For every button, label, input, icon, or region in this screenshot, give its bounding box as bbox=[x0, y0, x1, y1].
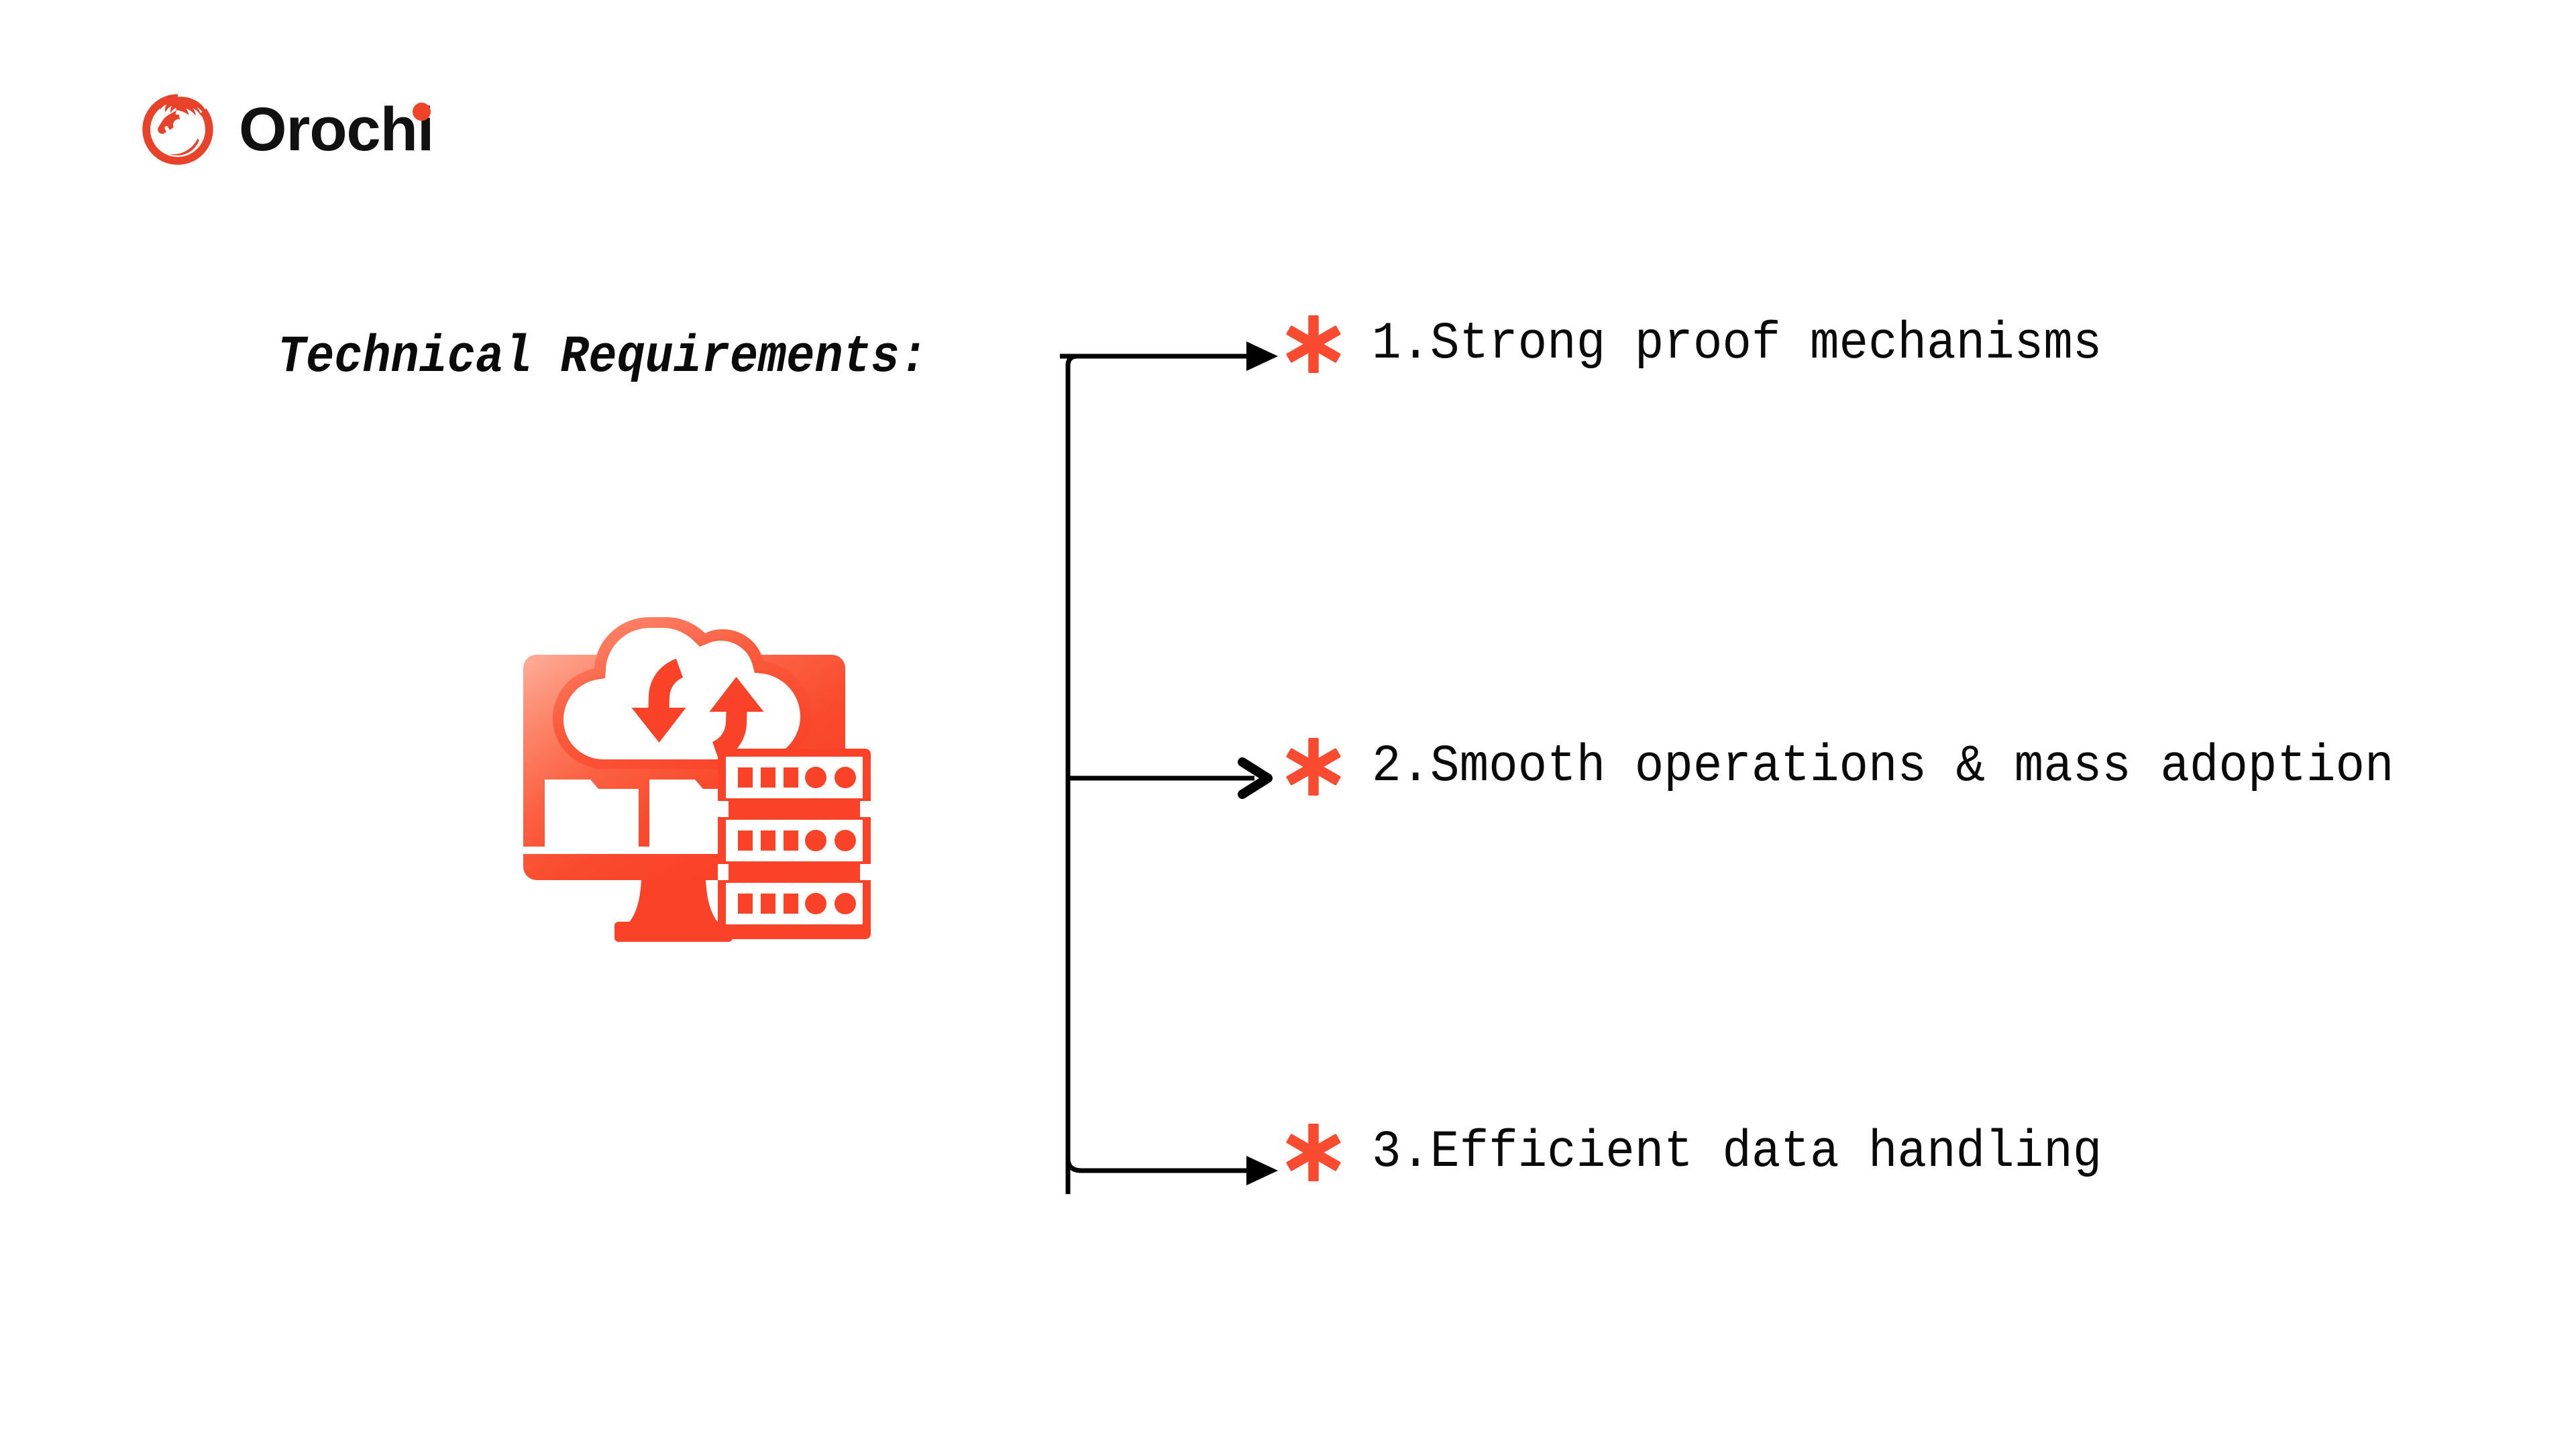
orochi-dragon-ring-icon bbox=[134, 86, 221, 173]
requirement-label-1: 1.Strong proof mechanisms bbox=[1372, 315, 2102, 374]
sync-arrows-icon bbox=[631, 659, 764, 761]
cloud-part bbox=[553, 617, 811, 769]
page-title: Technical Requirements: bbox=[278, 328, 928, 387]
asterisk-star-icon bbox=[1286, 1124, 1341, 1181]
arrowhead-top bbox=[1246, 341, 1278, 371]
cloud-sync-monitor-server-icon bbox=[510, 590, 885, 953]
server-rack-tier-1 bbox=[726, 757, 863, 798]
server-rack-tier-3 bbox=[726, 883, 863, 924]
asterisk-star-icon bbox=[1286, 738, 1341, 796]
server-rack-tier-2 bbox=[726, 820, 863, 861]
brand-logo: Orochi bbox=[134, 86, 434, 173]
brand-accent-dot-icon bbox=[413, 103, 431, 121]
brand-wordmark: Orochi bbox=[239, 99, 434, 160]
requirement-label-3: 3.Efficient data handling bbox=[1372, 1123, 2102, 1182]
folder-left bbox=[545, 780, 639, 851]
arrowhead-middle bbox=[1238, 757, 1273, 799]
monitor-stand bbox=[614, 880, 733, 942]
requirement-item-2: 2.Smooth operations & mass adoption bbox=[1285, 738, 2471, 796]
requirement-item-3: 3.Efficient data handling bbox=[1285, 1124, 2157, 1181]
requirement-item-1: 1.Strong proof mechanisms bbox=[1285, 315, 2157, 373]
asterisk-star-icon bbox=[1286, 315, 1341, 373]
server-rack-part bbox=[718, 749, 871, 939]
brand-name-text: Orochi bbox=[239, 95, 434, 164]
arrowhead-bottom bbox=[1246, 1156, 1278, 1185]
requirement-label-2: 2.Smooth operations & mass adoption bbox=[1372, 737, 2394, 796]
